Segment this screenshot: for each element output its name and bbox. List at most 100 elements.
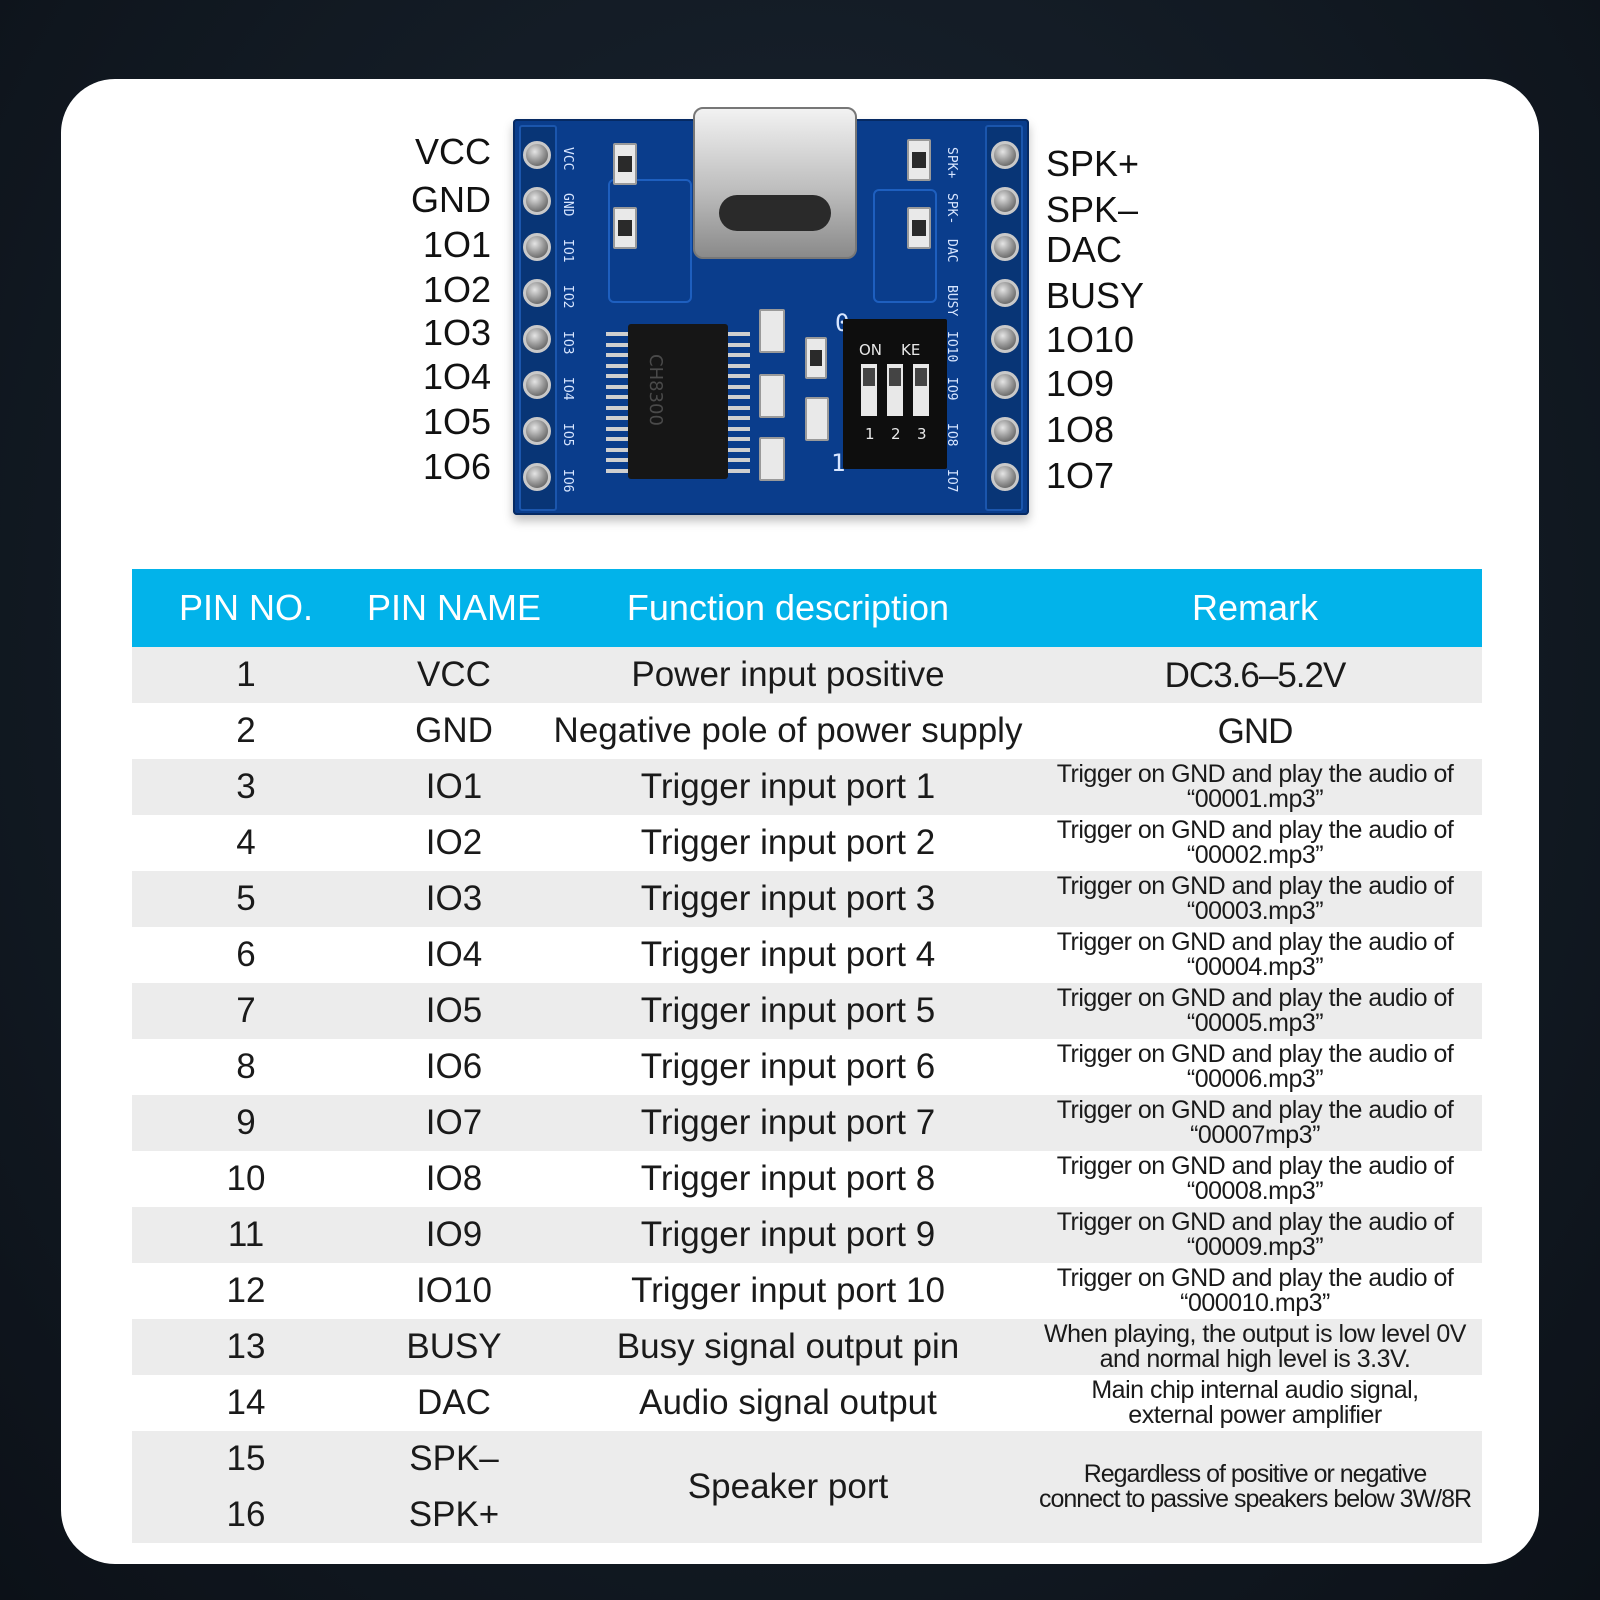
right-pin-header xyxy=(985,125,1023,511)
dip-number-3: 3 xyxy=(917,425,927,443)
header-function: Function description xyxy=(548,569,1028,647)
silk-label-right: SPK+ xyxy=(944,147,959,179)
silk-label-right: IO8 xyxy=(944,423,959,447)
silk-label-left: IO3 xyxy=(560,331,575,355)
chip-lead xyxy=(606,353,628,357)
pin-name-cell: VCC xyxy=(360,647,548,703)
remark-line: “00004.mp3” xyxy=(1186,953,1324,981)
pin-name-cell: IO1 xyxy=(360,759,548,815)
pin-no-cell: 14 xyxy=(132,1375,360,1431)
board-pin-label-left: 1O3 xyxy=(422,312,491,353)
board-pin-label-left: VCC xyxy=(414,131,491,172)
smd-capacitor xyxy=(805,397,829,441)
chip-lead xyxy=(728,363,750,368)
board-pin-label-right: SPK+ xyxy=(1046,143,1140,184)
remark-cell: Trigger on GND and play the audio of“000… xyxy=(1028,927,1482,983)
pin-name-cell: GND xyxy=(360,703,548,759)
pin-no-cell: 3 xyxy=(132,759,360,815)
header-pin xyxy=(523,325,551,353)
remark-line: connect to passive speakers below 3W/8R xyxy=(1038,1485,1472,1513)
chip-lead xyxy=(606,342,628,347)
silk-label-left: IO4 xyxy=(560,377,575,401)
chip-lead xyxy=(606,416,628,420)
remark-line: Regardless of positive or negative xyxy=(1083,1460,1428,1488)
chip-marking: CH8300 xyxy=(645,354,666,426)
silk-label-right: DAC xyxy=(944,239,959,263)
smd-capacitor xyxy=(759,437,785,481)
header-pin-no: PIN NO. xyxy=(132,569,360,647)
remark-line: external power amplifier xyxy=(1128,1401,1382,1429)
remark-cell: Trigger on GND and play the audio of“000… xyxy=(1028,871,1482,927)
pin-name-cell-item: SPK– xyxy=(409,1439,499,1478)
silk-label-right: IO10 xyxy=(944,331,959,363)
dip-switch-1 xyxy=(861,364,877,416)
remark-cell: Trigger on GND and play the audio of“000… xyxy=(1028,1207,1482,1263)
remark-line: “00008.mp3” xyxy=(1186,1177,1324,1205)
pin-no-cell-item: 15 xyxy=(226,1439,266,1478)
pin-name-cell: IO3 xyxy=(360,871,548,927)
pin-no-cell: 9 xyxy=(132,1095,360,1151)
header-pin xyxy=(991,463,1019,491)
board-pin-label-left: 1O1 xyxy=(422,224,491,265)
header-pin xyxy=(523,463,551,491)
board-pin-label-right: 1O8 xyxy=(1046,409,1115,450)
chip-lead xyxy=(728,374,750,378)
board-pin-label-right: 1O9 xyxy=(1046,363,1115,404)
dip-label-on: ON xyxy=(859,341,883,359)
chip-lead xyxy=(606,468,628,473)
header-pin xyxy=(991,187,1019,215)
smd-resistor xyxy=(907,207,931,249)
silk-label-right: IO7 xyxy=(944,469,959,493)
header-pin xyxy=(523,141,551,169)
board-pin-label-left: 1O2 xyxy=(422,269,491,310)
smd-resistor xyxy=(805,337,827,379)
remark-line: GND xyxy=(1217,711,1294,751)
board-pin-label-left: GND xyxy=(411,179,491,220)
silk-label-left: IO5 xyxy=(560,423,575,447)
remark-cell: Trigger on GND and play the audio of“000… xyxy=(1028,815,1482,871)
function-cell: Speaker port xyxy=(548,1431,1028,1543)
remark-line: “000010.mp3” xyxy=(1180,1289,1330,1317)
header-pin xyxy=(523,233,551,261)
pin-no-cell: 11 xyxy=(132,1207,360,1263)
function-cell: Trigger input port 10 xyxy=(548,1263,1028,1319)
pin-name-cell: IO9 xyxy=(360,1207,548,1263)
remark-line: Trigger on GND and play the audio of xyxy=(1056,1264,1454,1292)
pin-no-cell: 7 xyxy=(132,983,360,1039)
pin-name-cell: IO4 xyxy=(360,927,548,983)
board-pin-label-left: 1O6 xyxy=(422,446,491,487)
remark-line: “00009.mp3” xyxy=(1186,1233,1324,1261)
board-pin-label-right: 1O7 xyxy=(1046,455,1115,496)
chip-lead xyxy=(606,447,628,452)
chip-lead xyxy=(728,395,750,399)
function-cell: Power input positive xyxy=(548,647,1028,703)
smd-resistor xyxy=(907,139,931,181)
remark-line: Trigger on GND and play the audio of xyxy=(1056,760,1454,788)
chip-lead xyxy=(606,374,628,378)
remark-line: Trigger on GND and play the audio of xyxy=(1056,816,1454,844)
chip-lead xyxy=(728,437,750,441)
dip-mark-one: 1 xyxy=(831,449,846,477)
remark-cell: Trigger on GND and play the audio of“000… xyxy=(1028,983,1482,1039)
pin-no-cell: 1 xyxy=(132,647,360,703)
dip-switch: ON KE 1 2 3 xyxy=(843,319,947,469)
header-pin xyxy=(991,417,1019,445)
header-pin xyxy=(523,187,551,215)
smd-resistor xyxy=(613,143,637,185)
header-pin xyxy=(523,417,551,445)
chip-lead xyxy=(728,458,750,462)
remark-line: “00005.mp3” xyxy=(1186,1009,1324,1037)
